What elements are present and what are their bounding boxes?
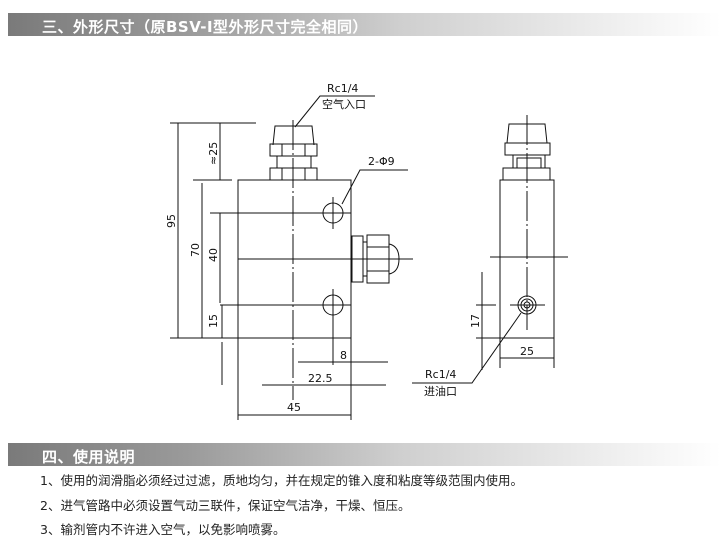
usage-item: 3、输剂管内不许进入空气，以免影响喷雾。: [40, 522, 286, 537]
section-title: 三、外形尺寸（原BSV-Ⅰ型外形尺寸完全相同）: [42, 18, 369, 36]
section-header-usage: 四、使用说明: [8, 443, 721, 466]
dim-70: 70: [189, 243, 202, 257]
air-port-label: 空气入口: [322, 97, 366, 111]
dim-45: 45: [287, 401, 301, 414]
front-view: [210, 120, 413, 400]
dim-25-approx: ≈25: [207, 142, 220, 165]
dim-width-25: 25: [520, 345, 534, 358]
oil-port-size: Rc1/4: [425, 368, 456, 381]
usage-item: 1、使用的润滑脂必须经过过滤，质地均匀，并在规定的锥入度和粘度等级范围内使用。: [40, 473, 523, 488]
holes-label: 2-Φ9: [368, 155, 395, 168]
section-header-dimensions: 三、外形尺寸（原BSV-Ⅰ型外形尺寸完全相同）: [8, 13, 721, 36]
oil-port-label: 进油口: [424, 384, 457, 398]
usage-item: 2、进气管路中必须设置气动三联件，保证空气洁净，干燥、恒压。: [40, 498, 411, 513]
section-title: 四、使用说明: [42, 448, 136, 466]
dim-40: 40: [207, 248, 220, 262]
dim-17: 17: [469, 314, 482, 328]
front-dimensions: [170, 95, 408, 420]
dim-95: 95: [165, 214, 178, 228]
dim-8: 8: [340, 349, 347, 362]
dim-15: 15: [207, 314, 220, 328]
side-view: [412, 115, 568, 384]
air-port-size: Rc1/4: [327, 82, 358, 95]
dim-22-5: 22.5: [308, 372, 333, 385]
